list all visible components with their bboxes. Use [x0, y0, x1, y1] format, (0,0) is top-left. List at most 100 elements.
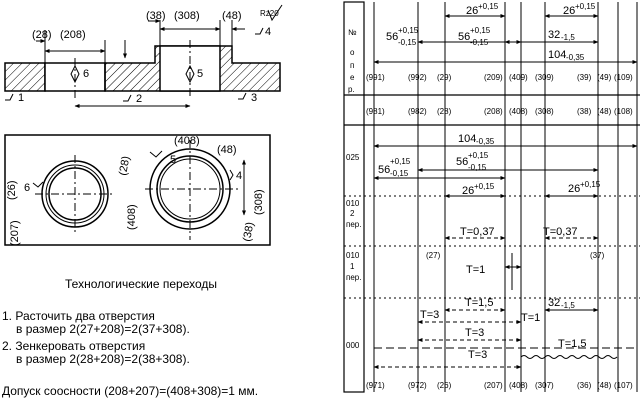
- dim-104-b: 104: [458, 133, 476, 145]
- dim-104-b-tol: -0,35: [476, 137, 495, 146]
- section-labels: Rz20 (28) (208) (38) (308) (48) 1 2 3 4 …: [18, 9, 279, 105]
- surface-2: 2: [136, 93, 142, 105]
- dimension-chart: [343, 1, 640, 393]
- surf-top-0: (991): [366, 73, 385, 82]
- op-1: 1: [350, 262, 355, 271]
- surface-1: 1: [18, 92, 24, 104]
- header-e: е: [350, 73, 355, 82]
- dim-26-a-tol: +0,15: [478, 2, 499, 11]
- tol-15-b: T=1,5: [558, 338, 586, 350]
- plan-dim-48: (48): [217, 144, 237, 156]
- dim-32-b-tol: -1,5: [561, 301, 575, 310]
- op-025: 025: [346, 153, 360, 162]
- op-010-a: 010: [346, 199, 360, 208]
- surf-mid-3: (208): [484, 107, 503, 116]
- surf-top-3: (209): [484, 73, 503, 82]
- tol-3-b: T=3: [465, 327, 484, 339]
- surface-4: 4: [265, 26, 271, 38]
- surf-top-8: (109): [614, 73, 633, 82]
- surf-mid-8: (108): [614, 107, 633, 116]
- surf-top-2: (29): [437, 73, 452, 82]
- dim-26-b-tol: +0,15: [575, 2, 596, 11]
- operation-line-1: 1. Расточить два отверстия: [2, 309, 155, 323]
- roughness-label: Rz20: [260, 9, 279, 18]
- dim-26-c: 26: [462, 185, 474, 197]
- surf-mid-0: (981): [366, 107, 385, 116]
- dim-26-b: 26: [563, 5, 575, 17]
- chart-labels: № о п е р. 025 010 2 пер. 010 1 пер. 000…: [346, 2, 633, 390]
- dim-48: (48): [222, 10, 242, 22]
- header-o: о: [350, 48, 355, 57]
- surf-mid-6: (38): [577, 107, 592, 116]
- dim-32-b: 32: [548, 297, 560, 309]
- op-2: 2: [350, 209, 355, 218]
- tol-037-b: T=0,37: [543, 226, 578, 238]
- surf-top-4: (409): [509, 73, 528, 82]
- surf-bot-2: (26): [437, 381, 452, 390]
- surf-top-6: (39): [577, 73, 592, 82]
- dim-56-a-up: +0,15: [398, 26, 419, 35]
- dim-32-a-tol: -1,5: [561, 33, 575, 42]
- surf-mid-5: (308): [535, 107, 554, 116]
- plan-dim-408-top: (408): [174, 135, 200, 147]
- surf-bot-8: (107): [614, 381, 633, 390]
- dim-26-d-tol: +0,15: [580, 180, 601, 189]
- operations-title: Технологические переходы: [65, 277, 218, 291]
- header-no: №: [348, 28, 357, 37]
- op-per-a: пер.: [346, 220, 361, 229]
- header-r: р.: [348, 85, 355, 94]
- operation-line-2: в размер 2(27+208)=2(37+308).: [16, 322, 190, 336]
- surf-bot-5: (307): [535, 381, 554, 390]
- dim-28: (28): [32, 29, 52, 41]
- tol-1-b: T=1: [521, 312, 540, 324]
- surf-bot-4: (408): [509, 381, 528, 390]
- dim-56-b-lo: -0,15: [470, 38, 489, 47]
- op-010-b: 010: [346, 251, 360, 260]
- dim-56-a: 56: [386, 31, 398, 43]
- surf-37: (37): [590, 251, 605, 260]
- dim-26-c-tol: +0,15: [474, 182, 495, 191]
- plan-surface-6: 6: [24, 182, 30, 194]
- header-p: п: [350, 61, 354, 70]
- plan-view: [4, 134, 271, 246]
- dim-32-a: 32: [548, 29, 560, 41]
- dim-308: (308): [174, 10, 200, 22]
- plan-surface-4: 4: [236, 170, 242, 182]
- plan-dim-26: (26): [6, 180, 18, 200]
- dim-56-c: 56: [378, 164, 390, 176]
- tol-3-c: T=3: [468, 349, 487, 361]
- tol-15-a: T=1,5: [465, 297, 493, 309]
- plan-dim-308: (308): [253, 189, 265, 215]
- surf-bot-1: (972): [408, 381, 427, 390]
- dim-26-d: 26: [568, 183, 580, 195]
- plan-labels: (408) (48) (26) (207) (28) (408) (38) (3…: [6, 135, 265, 246]
- dim-56-d: 56: [456, 156, 468, 168]
- dim-56-d-lo: -0,15: [468, 163, 487, 172]
- surface-5: 5: [197, 68, 203, 80]
- surf-top-1: (992): [408, 73, 427, 82]
- surf-top-7: (49): [597, 73, 612, 82]
- tol-1-a: T=1: [466, 264, 485, 276]
- surf-mid-1: (982): [408, 107, 427, 116]
- section-view: [4, 4, 283, 108]
- surf-27: (27): [426, 251, 441, 260]
- operation-line-3: 2. Зенкеровать отверстия: [2, 339, 146, 353]
- dim-56-b: 56: [458, 31, 470, 43]
- dim-104-a: 104: [548, 49, 566, 61]
- dim-56-c-lo: -0,15: [390, 169, 409, 178]
- surf-mid-4: (408): [509, 107, 528, 116]
- plan-surface-5: 5: [170, 154, 176, 166]
- surf-top-5: (309): [535, 73, 554, 82]
- surf-bot-0: (971): [366, 381, 385, 390]
- dim-56-c-up: +0,15: [390, 157, 411, 166]
- surface-3: 3: [251, 92, 257, 104]
- surface-6: 6: [83, 68, 89, 80]
- operation-line-4: в размер 2(28+208)=2(38+308).: [16, 352, 190, 366]
- dim-56-d-up: +0,15: [468, 151, 489, 160]
- surf-mid-7: (48): [597, 107, 612, 116]
- plan-dim-408-side: (408): [126, 204, 138, 230]
- dim-56-b-up: +0,15: [470, 26, 491, 35]
- op-000: 000: [346, 341, 360, 350]
- tolerance-note: Допуск соосности (208+207)=(408+308)=1 м…: [2, 384, 259, 398]
